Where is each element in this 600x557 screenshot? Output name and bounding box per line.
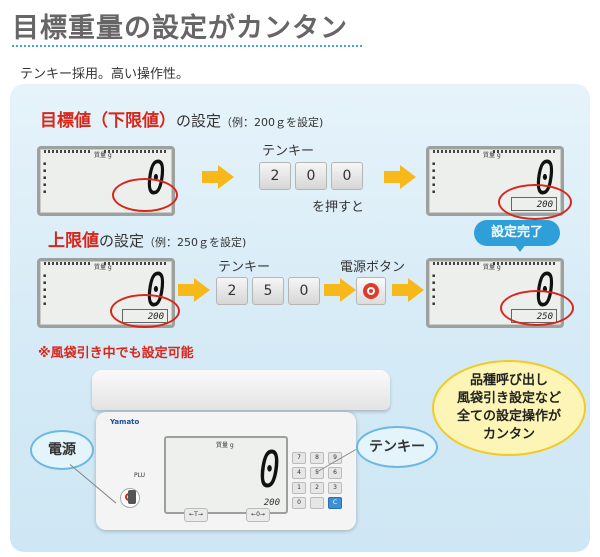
scale-key: 8 xyxy=(310,452,324,464)
lcd-label: 質量 g xyxy=(94,152,112,159)
scale-platform xyxy=(92,370,390,410)
power-button xyxy=(356,277,386,305)
power-icon xyxy=(363,283,379,299)
section2-heading-text: の設定 xyxy=(99,232,145,250)
highlight-circle xyxy=(500,290,574,326)
scale-key: 2 xyxy=(310,482,324,494)
bubble-line: カンタン xyxy=(482,427,535,442)
page-title: 目標重量の設定がカンタン xyxy=(12,13,348,44)
complete-badge: 設定完了 xyxy=(474,220,560,252)
section2-heading-example: （例：250ｇを設定) xyxy=(144,236,247,249)
scale-key: 0 xyxy=(292,497,306,509)
scale-key xyxy=(310,497,324,509)
section2-heading: 上限値の設定（例：250ｇを設定) xyxy=(48,226,246,251)
section1-heading-example: （例：200ｇを設定) xyxy=(221,116,324,129)
section1-heading-text: の設定 xyxy=(176,112,222,130)
highlight-circle xyxy=(498,184,572,220)
bubble-line: 全ての設定操作が xyxy=(456,409,561,424)
scale-key: 3 xyxy=(328,482,342,494)
key-5: 5 xyxy=(252,277,284,305)
zero-key: ←0→ xyxy=(246,508,270,522)
highlight-circle xyxy=(112,178,178,212)
scale-key: 1 xyxy=(292,482,306,494)
key-0: 0 xyxy=(288,277,320,305)
power-button-label: 電源ボタン xyxy=(340,260,406,275)
lcd-label: 質量 g xyxy=(483,152,501,159)
scale-key: 4 xyxy=(292,467,306,479)
lcd-label: 質量 g xyxy=(483,264,501,271)
power-callout: 電源 xyxy=(30,430,94,470)
scale-lcd-sub: 200 xyxy=(263,498,280,508)
tenkey-label: テンキー xyxy=(262,144,315,159)
tenkey-label: テンキー xyxy=(218,260,271,275)
key-2: 2 xyxy=(216,277,248,305)
bubble-line: 風袋引き設定など xyxy=(456,391,561,406)
press-label: を押すと xyxy=(312,200,365,215)
lcd-label: 質量 g xyxy=(94,264,112,271)
section1-heading: 目標値（下限値）の設定（例：200ｇを設定) xyxy=(40,106,323,131)
tare-note: ※風袋引き中でも設定可能 xyxy=(38,346,194,361)
scale-lcd: 質量 g 0 200 xyxy=(164,436,288,514)
highlight-circle xyxy=(110,294,180,328)
scale-key: C xyxy=(328,497,342,509)
scale-lcd-main: 0 xyxy=(258,441,280,499)
lcd-label: 質量 g xyxy=(216,442,234,449)
scale-key: 6 xyxy=(328,467,342,479)
key-0: 0 xyxy=(295,162,327,190)
key-2: 2 xyxy=(259,162,291,190)
scale-key: 7 xyxy=(292,452,306,464)
scale-knob xyxy=(128,490,136,504)
page-subtitle: テンキー採用。高い操作性。 xyxy=(20,67,190,82)
section1-heading-highlight: 目標値（下限値） xyxy=(40,111,176,131)
section2-heading-highlight: 上限値 xyxy=(48,231,99,251)
title-underline xyxy=(12,45,362,47)
feature-bubble: 品種呼び出し 風袋引き設定など 全ての設定操作が カンタン xyxy=(432,360,586,456)
scale-plu-label: PLU xyxy=(134,472,146,479)
key-0: 0 xyxy=(331,162,363,190)
tenkey-callout: テンキー xyxy=(356,426,438,468)
tare-key: ←T→ xyxy=(184,508,208,522)
scale-brand: Yamato xyxy=(110,418,140,426)
bubble-line: 品種呼び出し xyxy=(469,373,548,388)
